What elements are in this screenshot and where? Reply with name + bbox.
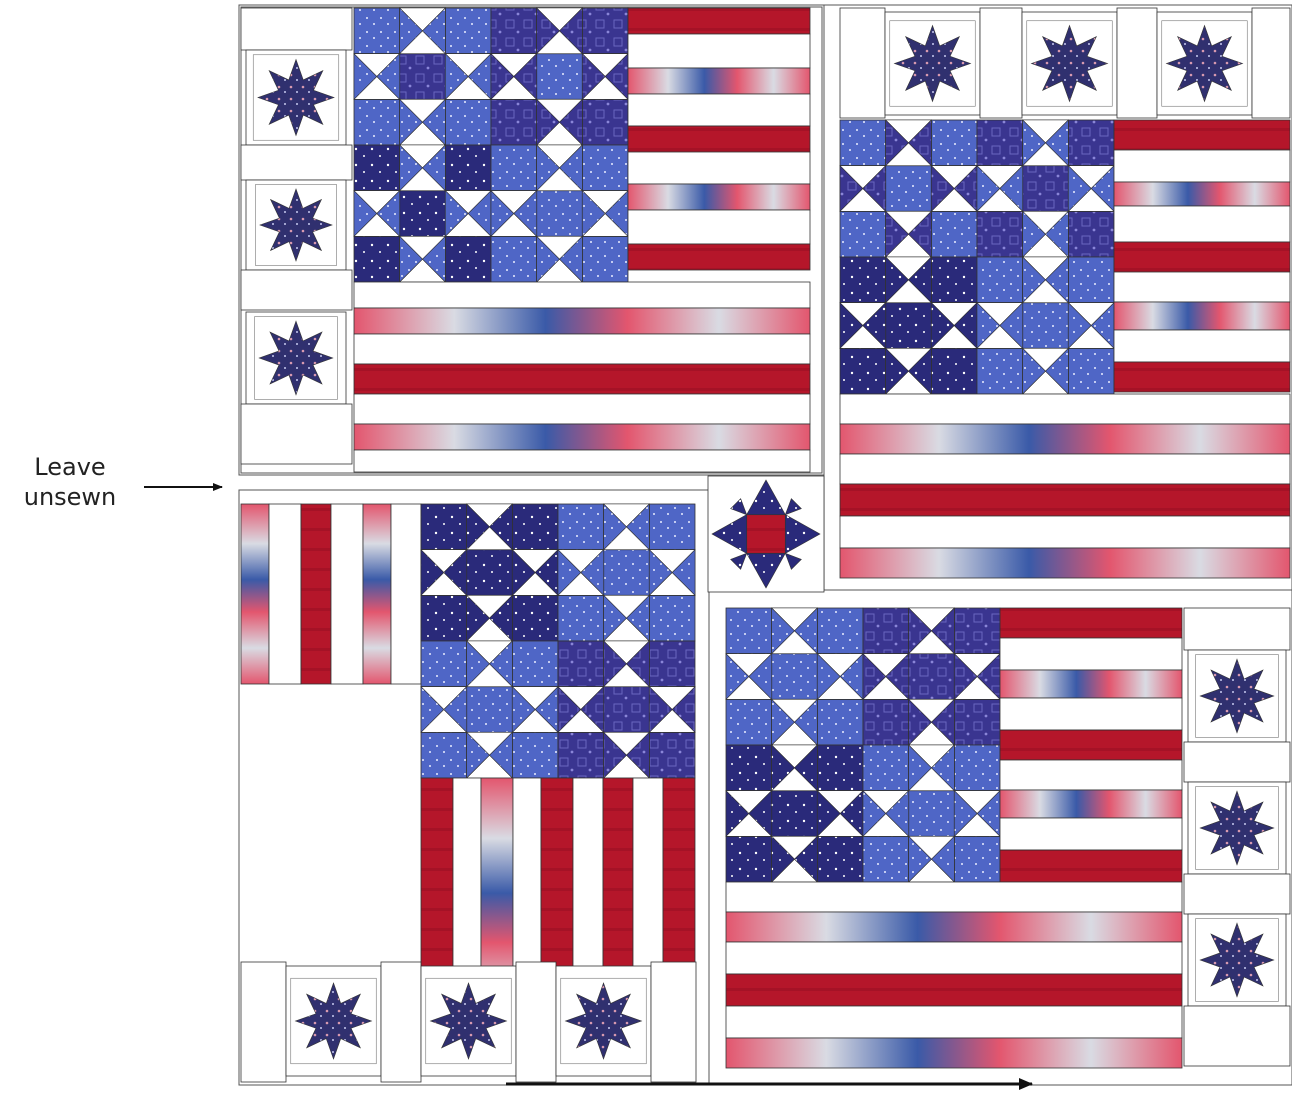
star-cell — [1188, 650, 1286, 742]
ohio-star-block — [726, 608, 863, 745]
center-star-center — [747, 515, 786, 554]
star-cell — [1188, 782, 1286, 874]
star-shape — [296, 983, 372, 1059]
star-column — [1184, 608, 1290, 1066]
ohio-star-block — [863, 608, 1000, 745]
star-shape — [258, 60, 334, 136]
star-cell — [246, 180, 346, 270]
ohio-star-block — [726, 745, 863, 882]
short-stripes — [1000, 608, 1182, 882]
star-block — [895, 26, 971, 102]
star-block — [258, 60, 334, 136]
short-stripes — [628, 8, 810, 270]
star-shape — [259, 321, 333, 395]
ohio-star-block — [558, 641, 695, 778]
canton — [840, 120, 1114, 394]
star-block — [296, 983, 372, 1059]
ohio-star-block — [840, 120, 977, 257]
star-cell — [885, 12, 980, 115]
star-cell — [1022, 12, 1117, 115]
ohio-star-block — [421, 641, 558, 778]
star-shape — [566, 983, 642, 1059]
star-cell — [1188, 914, 1286, 1006]
ohio-star-block — [863, 745, 1000, 882]
ohio-star-block — [354, 145, 491, 282]
star-block — [1032, 26, 1108, 102]
flag-block-top-right — [840, 8, 1290, 578]
long-stripes — [840, 394, 1290, 578]
long-stripes — [241, 504, 421, 684]
canton — [726, 608, 1000, 882]
star-cell — [246, 50, 346, 145]
ohio-star-block — [977, 257, 1114, 394]
star-block — [260, 189, 332, 261]
star-column — [241, 8, 352, 464]
ohio-star-block — [977, 120, 1114, 257]
star-block — [1200, 791, 1274, 865]
long-stripes — [354, 282, 810, 472]
star-block — [431, 983, 507, 1059]
ohio-star-block — [491, 145, 628, 282]
flag-block-bottom-left — [241, 504, 696, 1082]
ohio-star-block — [558, 504, 695, 641]
star-cell — [556, 966, 651, 1076]
canton — [421, 504, 695, 778]
flag-block-bottom-right — [726, 608, 1290, 1068]
star-cell — [1157, 12, 1252, 115]
star-shape — [1200, 923, 1274, 997]
star-shape — [431, 983, 507, 1059]
ohio-star-block — [840, 257, 977, 394]
ohio-star-block — [421, 504, 558, 641]
center-star-block — [708, 476, 824, 592]
star-cell — [286, 966, 381, 1076]
star-shape — [1200, 791, 1274, 865]
star-shape — [895, 26, 971, 102]
ohio-star-block — [354, 8, 491, 145]
star-block — [566, 983, 642, 1059]
star-shape — [1032, 26, 1108, 102]
star-shape — [1167, 26, 1243, 102]
star-block — [1200, 923, 1274, 997]
star-shape — [260, 189, 332, 261]
star-cell — [246, 312, 346, 404]
star-row — [840, 8, 1290, 118]
star-row — [241, 962, 696, 1082]
star-block — [259, 321, 333, 395]
ohio-star-block — [491, 8, 628, 145]
star-block — [1200, 659, 1274, 733]
flag-block-top-left — [241, 8, 810, 472]
star-shape — [1200, 659, 1274, 733]
short-stripes — [1114, 120, 1290, 392]
canton — [354, 8, 628, 282]
star-cell — [421, 966, 516, 1076]
long-stripes — [726, 882, 1182, 1068]
star-block — [1167, 26, 1243, 102]
